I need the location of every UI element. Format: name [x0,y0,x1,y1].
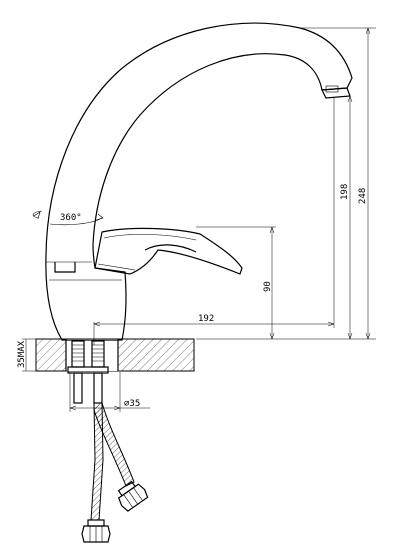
mounting-assembly [67,340,109,404]
dim-mount-hole: ⌀35 [124,399,140,409]
rotation-indicator: 360° [32,210,104,226]
dim-deck-thickness: 35MAX [17,340,27,368]
dim-spout-height: 198 [340,184,350,200]
dimension-lines [22,27,376,412]
faucet-body [45,22,353,341]
dim-spout-reach: 192 [198,314,214,324]
deck-section [35,338,195,372]
flex-hoses [81,402,149,543]
dim-total-height: 248 [358,188,368,204]
lever-handle [94,227,243,275]
dim-lever-height: 90 [263,281,273,292]
rotation-label: 360° [60,213,82,223]
